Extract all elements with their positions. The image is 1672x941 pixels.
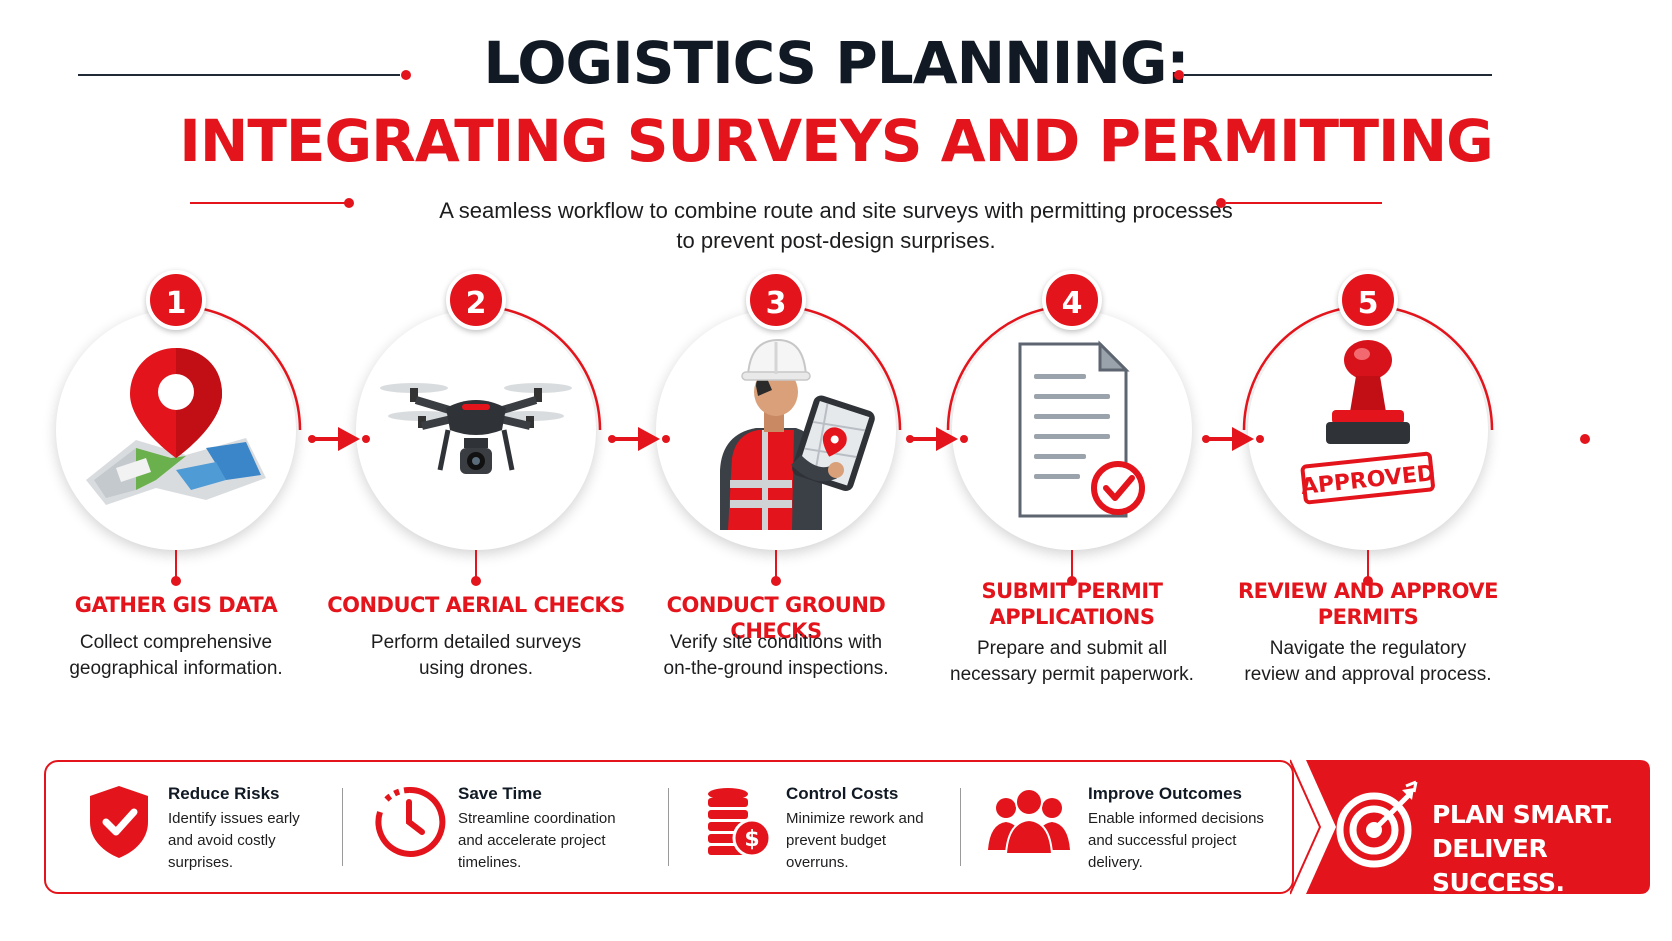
subtitle-rule-left bbox=[190, 202, 346, 204]
benefit-description-line: timelines. bbox=[458, 854, 522, 871]
step-description: Verify site conditions with on-the-groun… bbox=[624, 630, 928, 682]
step-number: 4 bbox=[1042, 270, 1102, 330]
benefit-description: Identify issues early and avoid costly s… bbox=[168, 808, 318, 874]
target-icon bbox=[1334, 780, 1424, 870]
benefit-description-line: Enable informed decisions bbox=[1088, 810, 1264, 827]
title-rule-left bbox=[78, 74, 400, 76]
step-description-line: review and approval process. bbox=[1244, 664, 1492, 685]
document-check-icon bbox=[972, 330, 1172, 530]
benefit-description-line: prevent budget bbox=[786, 832, 887, 849]
benefit-description-line: and avoid costly bbox=[168, 832, 276, 849]
step-description-line: on-the-ground inspections. bbox=[663, 658, 889, 679]
drone-icon bbox=[376, 330, 576, 530]
step-title: GATHER GIS DATA bbox=[74, 593, 278, 617]
benefit-divider bbox=[668, 788, 669, 866]
page-subtitle-heading: INTEGRATING SURVEYS AND PERMITTING bbox=[179, 107, 1493, 175]
step-connector-dot bbox=[1363, 576, 1373, 586]
clock-icon bbox=[372, 782, 446, 862]
benefit-description: Enable informed decisions and successful… bbox=[1088, 808, 1278, 874]
step-description: Navigate the regulatory review and appro… bbox=[1216, 636, 1520, 688]
step-description-line: Navigate the regulatory bbox=[1269, 638, 1467, 659]
flow-arrow-3 bbox=[906, 427, 968, 451]
step-description-line: Perform detailed surveys bbox=[370, 632, 582, 653]
step-title: SUBMIT PERMIT APPLICATIONS bbox=[920, 578, 1224, 630]
dollar-sign: $ bbox=[744, 827, 759, 852]
benefit-save-time: Save Time Streamline coordination and ac… bbox=[372, 776, 652, 876]
surveyor-icon bbox=[676, 330, 876, 530]
title-rule-right-dot bbox=[1174, 70, 1184, 80]
step-number: 5 bbox=[1338, 270, 1398, 330]
step-description: Collect comprehensive geographical infor… bbox=[24, 630, 328, 682]
step-connector bbox=[475, 550, 477, 578]
title-rule-left-dot bbox=[401, 70, 411, 80]
cta-text: PLAN SMART. DELIVER SUCCESS. bbox=[1432, 798, 1652, 900]
subtitle-line-1: A seamless workflow to combine route and… bbox=[439, 198, 1233, 223]
cta-line-2: DELIVER SUCCESS. bbox=[1432, 834, 1565, 897]
subtitle-rule-right-dot bbox=[1216, 198, 1226, 208]
flow-end-dot bbox=[1580, 434, 1590, 444]
step-number: 1 bbox=[146, 270, 206, 330]
benefit-description-line: delivery. bbox=[1088, 854, 1143, 871]
step-title: REVIEW AND APPROVE PERMITS bbox=[1216, 578, 1520, 630]
step-description-line: Prepare and submit all bbox=[976, 638, 1168, 659]
subtitle: A seamless workflow to combine route and… bbox=[386, 196, 1286, 256]
title-rule-right bbox=[1184, 74, 1492, 76]
step-description-line: Verify site conditions with bbox=[669, 632, 883, 653]
step-connector bbox=[1071, 550, 1073, 578]
benefit-reduce-risks: Reduce Risks Identify issues early and a… bbox=[82, 776, 342, 876]
benefit-description-line: Streamline coordination bbox=[458, 810, 616, 827]
page-title: LOGISTICS PLANNING: bbox=[483, 29, 1189, 97]
step-title-line: PERMITS bbox=[1317, 605, 1419, 629]
map-pin-icon bbox=[76, 330, 276, 530]
subtitle-rule-right bbox=[1226, 202, 1382, 204]
stamp-icon: APPROVED bbox=[1268, 330, 1468, 530]
coins-icon: $ bbox=[700, 782, 774, 862]
benefit-divider bbox=[960, 788, 961, 866]
benefit-description-line: Minimize rework and bbox=[786, 810, 924, 827]
step-title: CONDUCT GROUND CHECKS bbox=[666, 593, 886, 643]
step-description: Perform detailed surveys using drones. bbox=[324, 630, 628, 682]
step-number: 2 bbox=[446, 270, 506, 330]
benefits-banner bbox=[44, 760, 1294, 894]
benefit-description-line: overruns. bbox=[786, 854, 849, 871]
step-description-line: Collect comprehensive bbox=[79, 632, 273, 653]
step-connector bbox=[175, 550, 177, 578]
subtitle-line-2: to prevent post-design surprises. bbox=[676, 228, 996, 253]
step-description: Prepare and submit all necessary permit … bbox=[920, 636, 1224, 688]
benefit-title: Save Time bbox=[458, 784, 542, 803]
step-title: CONDUCT AERIAL CHECKS bbox=[327, 593, 625, 617]
step-description-line: geographical information. bbox=[69, 658, 283, 679]
step-description-line: using drones. bbox=[418, 658, 534, 679]
benefit-control-costs: $ Control Costs Minimize rework and prev… bbox=[700, 776, 960, 876]
step-description-line: necessary permit paperwork. bbox=[950, 664, 1194, 685]
cta-line-1: PLAN SMART. bbox=[1432, 800, 1613, 829]
benefit-description-line: and successful project bbox=[1088, 832, 1237, 849]
benefit-description-line: and accelerate project bbox=[458, 832, 606, 849]
step-title-line: REVIEW AND APPROVE bbox=[1237, 579, 1499, 603]
benefit-divider bbox=[342, 788, 343, 866]
team-icon bbox=[984, 782, 1074, 862]
benefit-description-line: surprises. bbox=[168, 854, 234, 871]
flow-arrow-2 bbox=[608, 427, 670, 451]
benefit-title: Control Costs bbox=[786, 784, 899, 803]
subtitle-rule-left-dot bbox=[344, 198, 354, 208]
step-number: 3 bbox=[746, 270, 806, 330]
flow-arrow-4 bbox=[1202, 427, 1264, 451]
step-connector-dot bbox=[771, 576, 781, 586]
flow-arrow-1 bbox=[308, 427, 370, 451]
step-connector-dot bbox=[1067, 576, 1077, 586]
benefit-description: Minimize rework and prevent budget overr… bbox=[786, 808, 936, 874]
benefit-description: Streamline coordination and accelerate p… bbox=[458, 808, 638, 874]
shield-check-icon bbox=[82, 782, 156, 862]
step-connector-dot bbox=[471, 576, 481, 586]
step-title-line: SUBMIT PERMIT bbox=[981, 579, 1163, 603]
step-connector-dot bbox=[171, 576, 181, 586]
benefit-improve-outcomes: Improve Outcomes Enable informed decisio… bbox=[984, 776, 1284, 876]
benefit-description-line: Identify issues early bbox=[168, 810, 300, 827]
benefit-title: Reduce Risks bbox=[168, 784, 280, 803]
step-title-line: APPLICATIONS bbox=[989, 605, 1155, 629]
benefit-title: Improve Outcomes bbox=[1088, 784, 1242, 803]
step-connector bbox=[775, 550, 777, 578]
step-connector bbox=[1367, 550, 1369, 578]
